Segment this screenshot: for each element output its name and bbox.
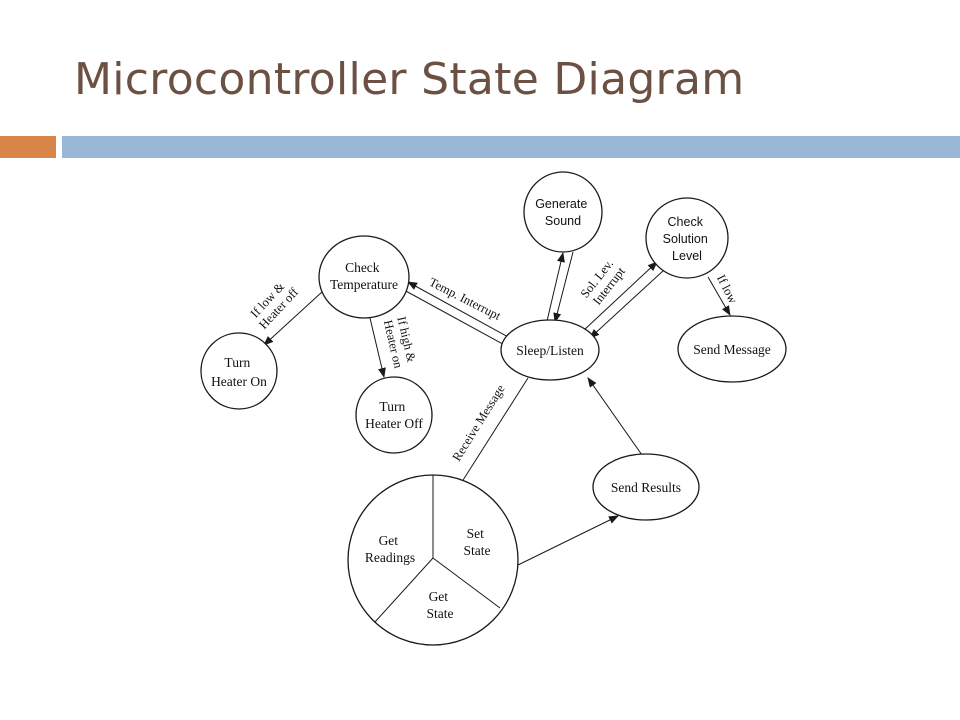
state-check-temperature <box>318 235 410 319</box>
edge-checksolution-to-sendmessage <box>707 276 731 316</box>
edge-label-if-high-heater-on: If high & Heater on <box>381 315 420 370</box>
edge-checktemp-to-heateroff <box>369 317 386 378</box>
sleep-listen-label: Sleep/Listen <box>516 343 584 358</box>
edge-label-if-low: If low <box>714 272 740 305</box>
edge-sleep-to-processing <box>457 377 529 489</box>
check-temperature-label: Check Temperature <box>330 260 398 292</box>
edge-label-sol-lev-interrupt: Sol. Lev. Interrupt <box>578 254 629 309</box>
generate-sound-label: Generate Sound <box>535 197 591 228</box>
edge-processing-to-sendresults <box>517 515 619 566</box>
slide-title: Microcontroller State Diagram <box>74 54 745 105</box>
pie-divider-right <box>432 557 501 609</box>
set-state-label: Set State <box>464 526 491 558</box>
edge-sleep-to-checksolution <box>583 261 658 331</box>
get-state-label: Get State <box>427 589 454 621</box>
edge-checktemp-to-heateron <box>263 291 323 346</box>
edge-checktemp-to-sleep <box>403 289 511 349</box>
edge-sleep-to-checktemp <box>407 281 511 339</box>
edge-checksolution-to-sleep <box>589 269 665 339</box>
send-message-label: Send Message <box>693 342 771 357</box>
state-generate-sound <box>523 171 603 253</box>
check-solution-level-label: Check Solution Level <box>663 215 712 263</box>
state-turn-heater-on <box>200 332 278 410</box>
accent-bar-blue <box>62 136 960 158</box>
state-send-message <box>677 315 787 383</box>
accent-bar-orange <box>0 136 56 158</box>
send-results-label: Send Results <box>611 480 681 495</box>
turn-heater-off-label: Turn Heater Off <box>365 399 423 431</box>
pie-divider-left <box>374 557 434 623</box>
edge-label-if-low-heater-off: If low & Heater off <box>246 275 302 332</box>
state-check-solution-level <box>645 197 729 279</box>
edge-generatesound-to-sleep <box>553 251 574 323</box>
state-send-results <box>592 453 700 521</box>
turn-heater-on-label: Turn Heater On <box>211 355 267 389</box>
edge-sendresults-to-sleep <box>587 377 643 456</box>
state-turn-heater-off <box>355 376 433 454</box>
state-sleep-listen <box>500 319 600 381</box>
edge-sleep-to-generatesound <box>546 252 565 322</box>
get-readings-label: Get Readings <box>365 533 415 565</box>
